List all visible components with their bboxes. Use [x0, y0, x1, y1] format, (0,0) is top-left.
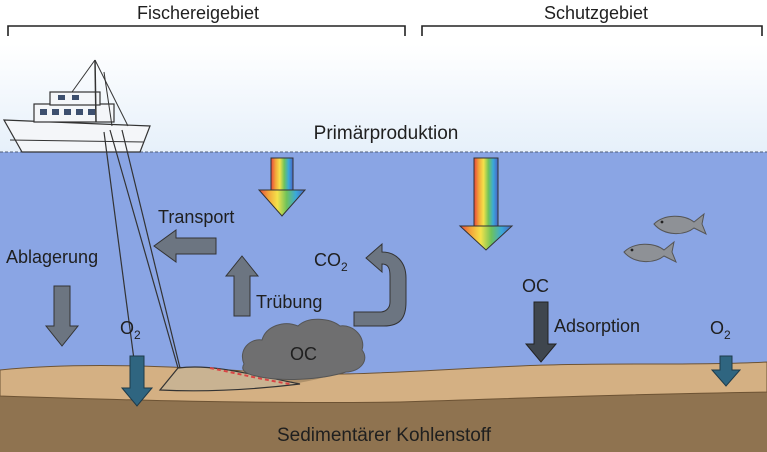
- primary-production-arrow-left: [257, 157, 307, 217]
- fish-icon: [623, 240, 677, 264]
- turbidity-arrow: [224, 255, 260, 317]
- fishing-area-bracket: [7, 25, 406, 36]
- trawl-net-edge: [209, 367, 291, 385]
- transport-arrow: [153, 229, 217, 263]
- o2-right-label: O2: [710, 318, 731, 342]
- o2-left-arrow: [120, 355, 154, 407]
- adsorption-arrow: [524, 301, 558, 363]
- water-body: [0, 152, 767, 382]
- turbidity-label: Trübung: [256, 292, 322, 312]
- oc-cloud-label: OC: [290, 344, 317, 364]
- fish-icon: [653, 212, 707, 236]
- protected-area-label: Schutzgebiet: [544, 3, 648, 23]
- trawl-cables: [103, 129, 181, 391]
- deposition-arrow: [44, 285, 80, 347]
- fishing-boat: [2, 59, 151, 153]
- o2-left-label: O2: [120, 318, 141, 342]
- fishing-area-label: Fischereigebiet: [137, 3, 259, 23]
- deposition-label: Ablagerung: [6, 247, 98, 267]
- primary-production-arrow-right: [458, 157, 514, 251]
- co2-curved-arrow: [353, 242, 407, 327]
- o2-right-arrow: [710, 355, 742, 387]
- oc-sediment-cloud: [242, 318, 366, 380]
- primary-production-label: Primärproduktion: [314, 123, 459, 144]
- sediment-carbon-label: Sedimentärer Kohlenstoff: [277, 425, 492, 446]
- trawl-net: [158, 366, 301, 392]
- co2-label: CO2: [314, 250, 348, 274]
- sediment-deep-layer: [0, 386, 767, 452]
- transport-label: Transport: [158, 207, 234, 227]
- oc-right-label: OC: [522, 276, 549, 296]
- protected-area-bracket: [421, 25, 763, 36]
- adsorption-label: Adsorption: [554, 316, 640, 336]
